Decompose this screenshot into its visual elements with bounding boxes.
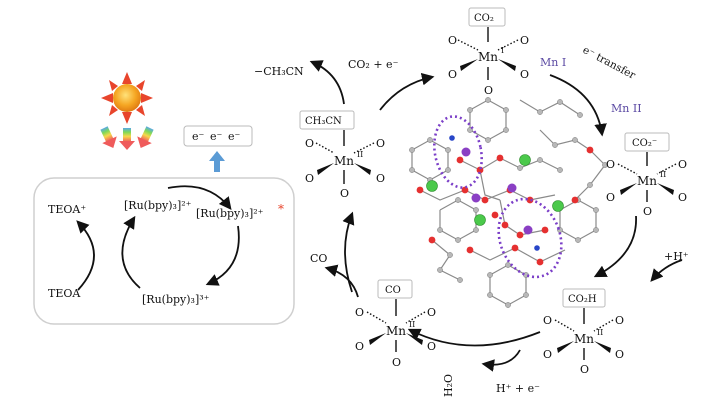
oxygen: O xyxy=(520,68,529,81)
right-metal: Mn xyxy=(637,174,657,188)
acetonitrile-release-label: −CH₃CN xyxy=(254,65,304,78)
oxygen: O xyxy=(305,137,314,150)
oxygen: O xyxy=(543,348,552,361)
electron-box xyxy=(183,125,253,147)
right-oxidation: II xyxy=(660,170,666,179)
oxygen: O xyxy=(305,172,314,185)
top-ligand-label: CO₂ xyxy=(474,13,494,24)
electron-label: e⁻ xyxy=(192,130,205,143)
oxygen: O xyxy=(340,187,349,200)
oxygen: O xyxy=(580,363,589,376)
left-oxidation: II xyxy=(357,150,363,159)
oxygen: O xyxy=(606,191,615,204)
water-label: H₂O xyxy=(442,374,455,397)
bottom-right-oxidation: II xyxy=(597,328,603,337)
proton-electron-label: H⁺ + e⁻ xyxy=(496,382,540,395)
protonation-label: +H⁺ xyxy=(664,250,689,263)
oxygen: O xyxy=(355,306,364,319)
teoa-plus-label: TEOA⁺ xyxy=(48,203,86,216)
oxygen: O xyxy=(355,340,364,353)
mn-ii-label: Mn II xyxy=(611,102,642,115)
ru-excited-label: [Ru(bpy)₃]²⁺ xyxy=(196,207,264,220)
complex-bottom-right: CO₂H Mn II O O O O O xyxy=(543,288,624,376)
oxygen: O xyxy=(448,68,457,81)
oxygen: O xyxy=(678,191,687,204)
mn-i-label: Mn I xyxy=(540,56,566,69)
electron-transfer-label: e⁻ transfer xyxy=(581,44,639,82)
electron-label: e⁻ xyxy=(228,130,241,143)
oxygen: O xyxy=(376,172,385,185)
oxygen: O xyxy=(427,340,436,353)
oxygen: O xyxy=(427,306,436,319)
co2-addition-label: CO₂ + e⁻ xyxy=(348,58,399,71)
oxygen: O xyxy=(615,314,624,327)
bottom-left-oxidation: II xyxy=(409,320,415,329)
bottom-right-metal: Mn xyxy=(574,332,594,346)
complex-right: CO₂⁻ Mn II O O O O O xyxy=(606,132,687,218)
complex-top: CO₂ Mn I O O O O O xyxy=(448,7,529,97)
main-cycle-arrows xyxy=(309,60,683,372)
ru-3plus-label: [Ru(bpy)₃]³⁺ xyxy=(142,293,210,306)
top-oxidation: I xyxy=(501,46,504,55)
ru-2plus-label: [Ru(bpy)₃]²⁺ xyxy=(124,199,192,212)
bottom-left-ligand-label: CO xyxy=(385,285,401,296)
electron-label: e⁻ xyxy=(210,130,223,143)
left-metal: Mn xyxy=(334,154,354,168)
oxygen: O xyxy=(678,158,687,171)
sun-icon xyxy=(101,72,153,124)
photosensitizer-panel xyxy=(33,177,295,325)
right-ligand-label: CO₂⁻ xyxy=(632,138,657,149)
teoa-label: TEOA xyxy=(48,287,81,300)
oxygen: O xyxy=(606,158,615,171)
complex-left: CH₃CN Mn II O O O O O xyxy=(299,110,385,200)
oxygen: O xyxy=(643,205,652,218)
ru-cycle-arrows xyxy=(76,185,240,291)
oxygen: O xyxy=(484,84,493,97)
light-rays xyxy=(100,126,154,150)
excited-star: * xyxy=(278,202,284,216)
oxygen: O xyxy=(448,34,457,47)
oxygen: O xyxy=(615,348,624,361)
top-metal: Mn xyxy=(478,50,498,64)
crystal-structure-image xyxy=(409,97,608,308)
oxygen: O xyxy=(376,137,385,150)
left-ligand-label: CH₃CN xyxy=(305,116,342,127)
oxygen: O xyxy=(520,34,529,47)
oxygen: O xyxy=(392,356,401,369)
oxygen: O xyxy=(543,314,552,327)
complex-bottom-left: CO Mn II O O O O O xyxy=(355,279,436,369)
bottom-right-ligand-label: CO₂H xyxy=(568,294,597,305)
co-release-label: CO xyxy=(310,252,327,265)
electron-up-arrow xyxy=(209,151,225,172)
bottom-left-metal: Mn xyxy=(386,324,406,338)
